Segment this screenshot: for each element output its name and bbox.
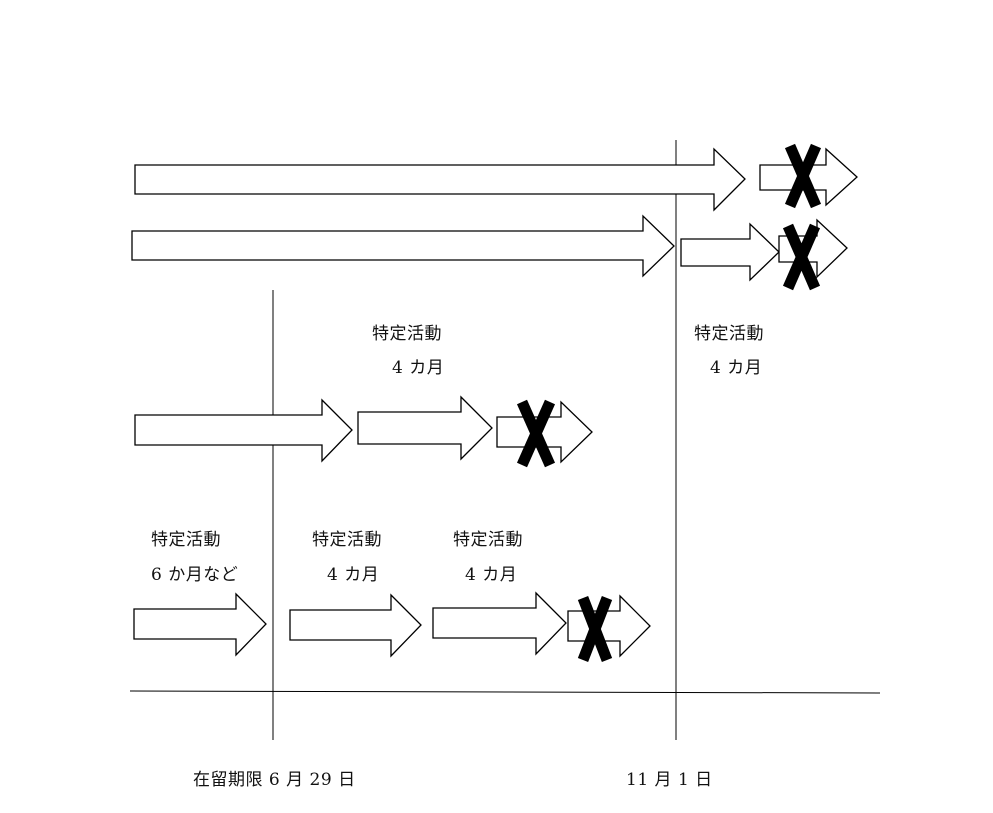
row2-long-arrow — [131, 214, 675, 278]
cutoff-date-label: 11 月 1 日 — [626, 770, 713, 790]
upper-right-duration-label: 4 カ月 — [710, 358, 763, 378]
upper-left-activity-label: 特定活動 — [372, 324, 442, 344]
lower-first-duration-label: 6 か月など — [151, 565, 239, 585]
row3-rejected-arrow — [496, 400, 593, 464]
lower-third-duration-label: 4 カ月 — [465, 565, 518, 585]
row4-third-arrow — [432, 591, 567, 656]
lower-second-activity-label: 特定活動 — [312, 530, 382, 550]
row1-long-arrow — [134, 147, 746, 212]
lower-first-activity-label: 特定活動 — [151, 530, 221, 550]
lower-third-activity-label: 特定活動 — [453, 530, 523, 550]
row3-second-arrow — [357, 395, 493, 461]
upper-right-activity-label: 特定活動 — [694, 324, 764, 344]
row3-first-arrow — [134, 398, 353, 463]
timeline-axis — [129, 690, 881, 694]
row2-cross-mark — [782, 223, 821, 291]
lower-second-duration-label: 4 カ月 — [327, 565, 380, 585]
upper-left-duration-label: 4 カ月 — [392, 358, 445, 378]
row3-cross-mark — [516, 399, 556, 468]
row4-cross-mark — [577, 596, 613, 662]
row4-second-arrow — [289, 593, 422, 658]
row1-cross-mark — [784, 143, 822, 209]
row4-first-arrow — [133, 592, 267, 657]
expiry-date-label: 在留期限 6 月 29 日 — [193, 770, 356, 790]
row2-extension-arrow — [680, 222, 780, 282]
